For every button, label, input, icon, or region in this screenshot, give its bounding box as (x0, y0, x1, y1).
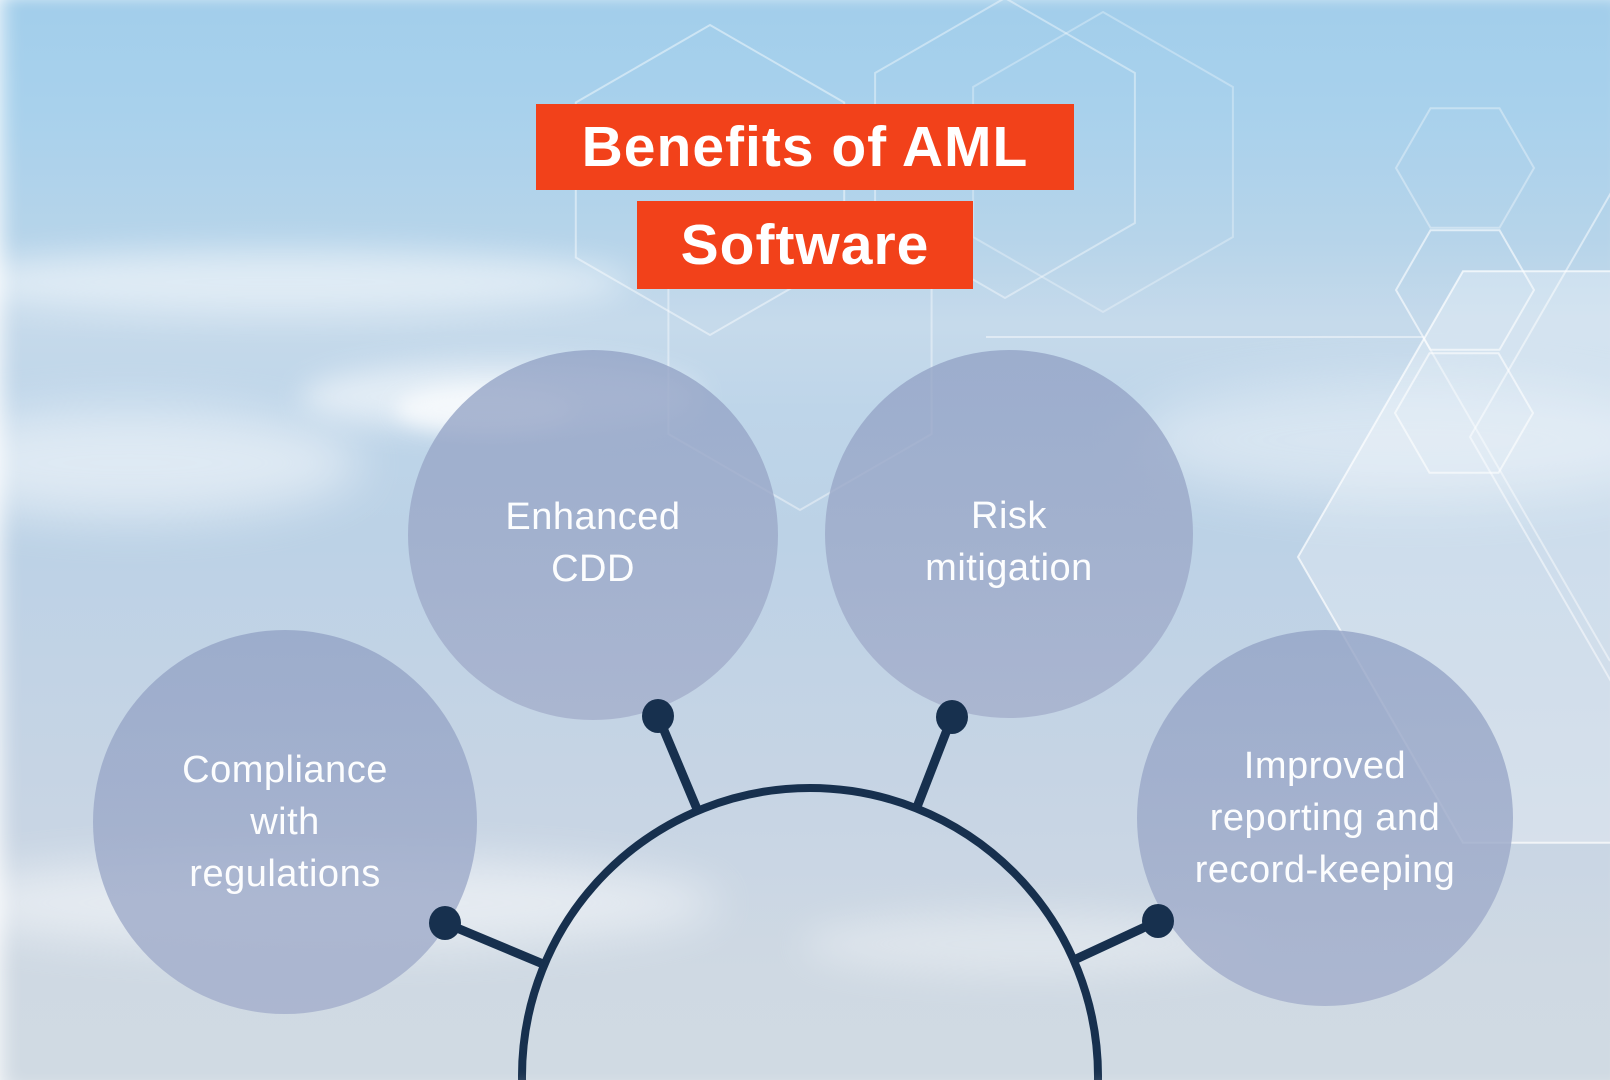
connector-dot (429, 906, 461, 940)
bubble-compliance-with-regulations: Compliance with regulations (93, 630, 477, 1014)
connector-dot (1142, 904, 1174, 938)
title-text-1: Benefits of AML (581, 115, 1029, 179)
central-arc (518, 784, 1102, 1080)
hexagon-outline (574, 23, 846, 337)
bubble-label: Enhanced CDD (505, 496, 681, 590)
hexagon-outline (1394, 107, 1536, 229)
connector-dot (936, 700, 968, 734)
title-block: Benefits of AML Software (0, 0, 1610, 289)
connector-dot (642, 699, 674, 733)
cloud (0, 408, 360, 518)
hexagon-outline (1394, 229, 1536, 351)
cloud (0, 250, 630, 314)
title-text-2: Software (680, 213, 930, 277)
connector-line (443, 918, 545, 969)
hexagon-edge (986, 336, 1610, 662)
cloud (1130, 380, 1610, 500)
bubble-improved-reporting-and-record-keeping: Improved reporting and record-keeping (1137, 630, 1513, 1006)
hexagon-outline (972, 10, 1234, 314)
bubble-label: Risk mitigation (925, 495, 1093, 589)
bubble-label: Improved reporting and record-keeping (1194, 745, 1456, 891)
title-line-1: Benefits of AML (535, 104, 1075, 190)
bubble-enhanced-cdd: Enhanced CDD (408, 350, 778, 720)
hexagon-outline (874, 0, 1136, 300)
bubble-label: Compliance with regulations (182, 749, 388, 895)
hexagon-outline (1393, 352, 1535, 474)
bubble-risk-mitigation: Risk mitigation (825, 350, 1193, 718)
title-line-2: Software (636, 201, 974, 289)
